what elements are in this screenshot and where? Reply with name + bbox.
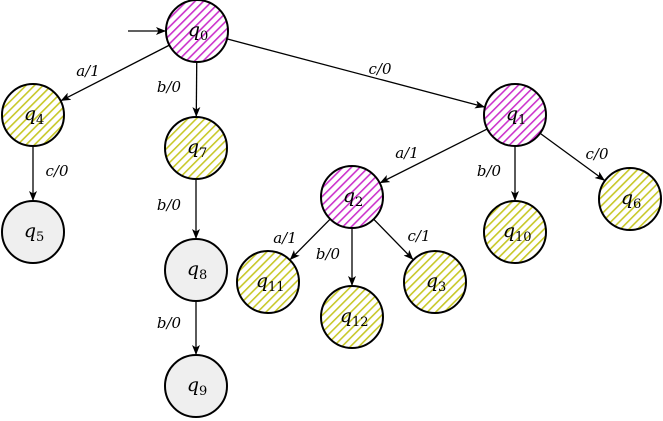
state-circle-q0 (165, 0, 229, 63)
state-name-q12: q (340, 305, 352, 327)
state-subscript-q7: 7 (199, 146, 207, 161)
transition-label-q7-q8: b/0 (157, 196, 182, 214)
transition-label-q1-q10: b/0 (477, 162, 502, 180)
state-subscript-q2: 2 (355, 195, 363, 210)
state-circle-q11 (236, 250, 300, 314)
state-name-q5: q (24, 220, 36, 242)
transition-q2-q11 (289, 218, 331, 260)
transition-labels-layer: a/1 b/0 c/0 c/0 b/0 b/0 a/1 b/0 c/0 a/1 b/0 c/1 (46, 60, 609, 332)
state-subscript-q1: 1 (518, 113, 526, 128)
transition-q0-q1 (226, 38, 486, 109)
state-circle-q8 (164, 238, 228, 302)
state-name-q11: q (256, 270, 268, 292)
state-subscript-q8: 8 (199, 268, 207, 283)
transitions-layer (29, 27, 605, 355)
state-circle-q4 (1, 83, 65, 147)
state-name-q0: q (188, 19, 200, 41)
state-name-q6: q (621, 187, 633, 209)
state-subscript-q11: 11 (268, 280, 285, 295)
transition-q1-q6 (539, 132, 605, 181)
state-circle-q12 (320, 285, 384, 349)
state-subscript-q5: 5 (36, 230, 44, 245)
state-subscript-q3: 3 (438, 280, 446, 295)
state-circle-q9 (164, 354, 228, 418)
state-circle-q10 (483, 200, 547, 264)
transition-q1-q2 (379, 128, 488, 184)
transition-label-q2-q11: a/1 (273, 229, 297, 247)
state-subscript-q0: 0 (200, 29, 208, 44)
state-subscript-q4: 4 (36, 113, 44, 128)
transition-label-q0-q4: a/1 (76, 62, 100, 80)
state-name-q3: q (426, 270, 438, 292)
transition-label-q0-q7: b/0 (157, 78, 182, 96)
transition-label-q0-q1: c/0 (369, 60, 392, 78)
transition-label-q4-q5: c/0 (46, 162, 69, 180)
state-name-q7: q (187, 136, 199, 158)
state-circle-q6 (598, 167, 662, 231)
state-circle-q3 (403, 250, 467, 314)
transition-label-q1-q6: c/0 (586, 145, 609, 163)
state-subscript-q6: 6 (633, 197, 641, 212)
transition-label-q2-q3: c/1 (408, 227, 431, 245)
state-name-q1: q (506, 103, 518, 125)
state-name-q10: q (503, 220, 515, 242)
state-subscript-q9: 9 (199, 384, 207, 399)
state-subscript-q12: 12 (352, 315, 369, 330)
transition-q0-q4 (60, 44, 170, 101)
state-name-q9: q (187, 374, 199, 396)
state-name-q4: q (24, 103, 36, 125)
state-name-q8: q (187, 258, 199, 280)
state-circle-q2 (320, 165, 384, 229)
transition-label-q1-q2: a/1 (395, 144, 419, 162)
transition-q2-q3 (373, 218, 414, 260)
state-circle-q7 (164, 116, 228, 180)
transition-label-q8-q9: b/0 (157, 314, 182, 332)
state-name-q2: q (343, 185, 355, 207)
state-circle-q1 (483, 83, 547, 147)
state-subscript-q10: 10 (515, 230, 532, 245)
state-circle-q5 (1, 200, 65, 264)
transition-label-q2-q12: b/0 (316, 245, 341, 263)
